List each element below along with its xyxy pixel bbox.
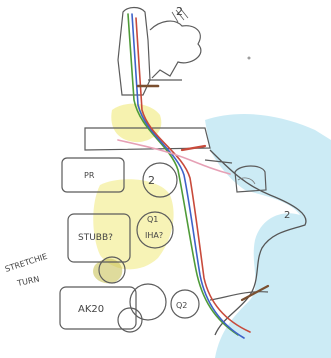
label-mid: 2 bbox=[148, 174, 155, 187]
label-q2: Q2 bbox=[176, 301, 187, 310]
label-iha: IHA? bbox=[145, 231, 163, 240]
label-top: 2 bbox=[176, 5, 183, 18]
label-ak20: AK20 bbox=[78, 304, 104, 315]
label-pr: PR bbox=[84, 171, 95, 180]
label-tubb: STUBB? bbox=[78, 233, 113, 243]
label-q1: Q1 bbox=[147, 215, 158, 224]
label-edge-2: 2 bbox=[284, 210, 290, 221]
